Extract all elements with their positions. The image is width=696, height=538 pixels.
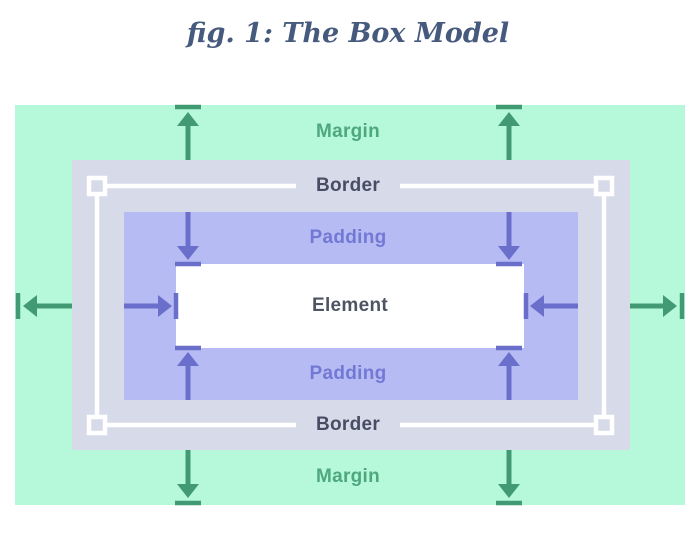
padding-label-top: Padding: [309, 227, 387, 248]
padding-arrow-top-right: [496, 212, 522, 267]
margin-arrow-right-head: [663, 295, 677, 317]
margin-arrow-top-left: [175, 104, 201, 160]
margin-arrow-left-head: [23, 295, 37, 317]
element-label: Element: [311, 295, 389, 316]
margin-arrow-bottom-right: [496, 450, 522, 506]
margin-arrow-bottom-right-head: [498, 484, 520, 498]
margin-label-top: Margin: [315, 121, 381, 142]
selection-handle-top-right: [593, 175, 615, 197]
border-label-top: Border: [315, 175, 381, 196]
margin-arrow-top-left-head: [177, 112, 199, 126]
padding-arrow-bottom-left-head: [177, 352, 199, 366]
padding-arrow-top-right-head: [498, 246, 520, 260]
element-layer: [176, 264, 524, 348]
margin-arrow-bottom-left-head: [177, 484, 199, 498]
margin-arrow-top-right-head: [498, 112, 520, 126]
margin-arrow-right: [630, 293, 685, 319]
padding-label-bottom: Padding: [309, 363, 387, 384]
padding-arrow-left-head: [158, 295, 172, 317]
margin-label-bottom: Margin: [315, 466, 381, 487]
padding-arrow-right: [523, 293, 578, 319]
figure-title: fig. 1: The Box Model: [186, 18, 510, 49]
padding-arrow-bottom-right: [496, 345, 522, 400]
selection-handle-bottom-right: [593, 414, 615, 436]
padding-arrow-left: [124, 293, 179, 319]
padding-arrow-bottom-right-head: [498, 352, 520, 366]
padding-arrow-bottom-left: [175, 345, 201, 400]
padding-arrow-right-head: [530, 295, 544, 317]
border-label-bottom: Border: [315, 414, 381, 435]
selection-handle-top-left: [86, 175, 108, 197]
padding-arrow-top-left-head: [177, 246, 199, 260]
selection-handle-bottom-left: [86, 414, 108, 436]
margin-arrow-left: [15, 293, 72, 319]
margin-arrow-bottom-left: [175, 450, 201, 506]
margin-arrow-top-right: [496, 104, 522, 160]
padding-arrow-top-left: [175, 212, 201, 267]
